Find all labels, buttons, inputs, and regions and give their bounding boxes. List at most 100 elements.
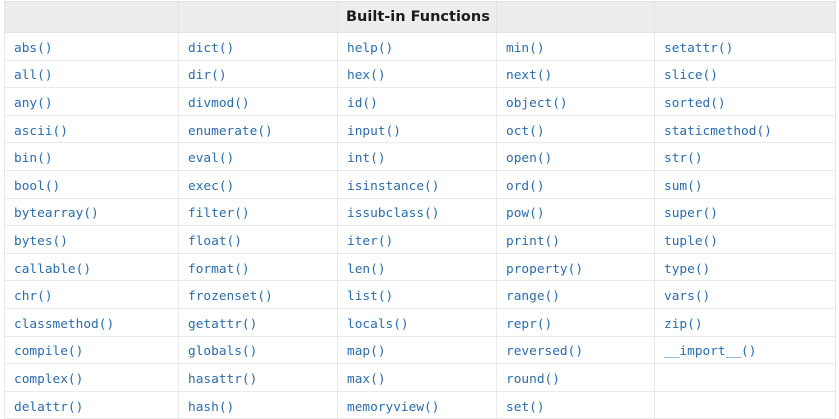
builtin-function-link[interactable]: property() xyxy=(506,261,584,277)
builtin-function-link[interactable]: print() xyxy=(506,233,560,249)
table-cell: reversed() xyxy=(496,335,655,365)
table-row: callable() format() len() property() type() xyxy=(4,252,836,282)
builtin-function-link[interactable]: slice() xyxy=(664,68,718,84)
builtin-function-link[interactable]: memoryview() xyxy=(347,399,440,415)
builtin-function-link[interactable]: isinstance() xyxy=(347,178,440,194)
table-cell: ord() xyxy=(496,169,655,199)
builtin-functions-table: Built-in Functions abs() dict() help() min(… xyxy=(4,1,836,419)
table-cell: __import__() xyxy=(654,335,836,365)
builtin-function-link[interactable]: int() xyxy=(347,151,386,167)
builtin-function-link[interactable]: id() xyxy=(347,95,378,111)
table-row: chr() frozenset() list() range() vars() xyxy=(4,280,836,309)
builtin-function-link[interactable]: set() xyxy=(506,399,545,415)
table-cell: map() xyxy=(337,335,497,365)
builtin-function-link[interactable]: iter() xyxy=(347,233,394,249)
builtin-function-link[interactable]: str() xyxy=(664,151,703,167)
builtin-function-link[interactable]: map() xyxy=(347,344,386,360)
table-cell: round() xyxy=(496,363,655,392)
builtin-function-link[interactable]: help() xyxy=(347,40,394,56)
builtin-function-link[interactable]: dict() xyxy=(188,40,235,56)
builtin-function-link[interactable]: reversed() xyxy=(506,344,584,360)
builtin-function-link[interactable]: all() xyxy=(14,68,53,84)
builtin-function-link[interactable]: exec() xyxy=(188,178,235,194)
builtin-function-link[interactable]: setattr() xyxy=(664,40,734,56)
builtin-function-link[interactable]: frozenset() xyxy=(188,289,273,305)
builtin-function-link[interactable]: max() xyxy=(347,371,386,387)
table-cell: globals() xyxy=(178,335,338,365)
table-cell: next() xyxy=(496,59,655,89)
table-cell: staticmethod() xyxy=(654,114,836,144)
builtin-function-link[interactable]: hash() xyxy=(188,399,235,415)
table-cell: type() xyxy=(654,252,836,282)
builtin-function-link[interactable]: callable() xyxy=(14,261,92,277)
builtin-function-link[interactable]: locals() xyxy=(347,316,409,332)
table-body: abs() dict() help() min() setattr() all() dir(… xyxy=(4,32,836,419)
table-header-row: Built-in Functions xyxy=(4,1,836,33)
builtin-function-link[interactable]: float() xyxy=(188,233,242,249)
builtin-function-link[interactable]: object() xyxy=(506,95,568,111)
table-cell: eval() xyxy=(178,142,338,171)
builtin-function-link[interactable]: abs() xyxy=(14,40,53,56)
builtin-function-link[interactable]: compile() xyxy=(14,344,84,360)
builtin-function-link[interactable]: range() xyxy=(506,289,560,305)
builtin-function-link[interactable]: classmethod() xyxy=(14,316,115,332)
builtin-function-link[interactable]: len() xyxy=(347,261,386,277)
table-row: bin() eval() int() open() str() xyxy=(4,142,836,171)
builtin-function-link[interactable]: dir() xyxy=(188,68,227,84)
builtin-function-link[interactable]: format() xyxy=(188,261,250,277)
builtin-function-link[interactable]: hasattr() xyxy=(188,371,258,387)
table-cell: repr() xyxy=(496,307,655,337)
table-cell: iter() xyxy=(337,225,497,254)
builtin-function-link[interactable]: __import__() xyxy=(664,344,757,360)
table-cell: slice() xyxy=(654,59,836,89)
table-cell: bin() xyxy=(4,142,179,171)
builtin-function-link[interactable]: round() xyxy=(506,371,560,387)
builtin-function-link[interactable]: globals() xyxy=(188,344,258,360)
table-cell: ascii() xyxy=(4,114,179,144)
table-row: bool() exec() isinstance() ord() sum() xyxy=(4,169,836,199)
builtin-function-link[interactable]: vars() xyxy=(664,289,711,305)
builtin-function-link[interactable]: type() xyxy=(664,261,711,277)
builtin-function-link[interactable]: getattr() xyxy=(188,316,258,332)
builtin-function-link[interactable]: divmod() xyxy=(188,95,250,111)
builtin-function-link[interactable]: eval() xyxy=(188,151,235,167)
builtin-function-link[interactable]: ord() xyxy=(506,178,545,194)
builtin-function-link[interactable]: complex() xyxy=(14,371,84,387)
builtin-function-link[interactable]: any() xyxy=(14,95,53,111)
builtin-function-link[interactable]: tuple() xyxy=(664,233,718,249)
table-cell: super() xyxy=(654,197,836,227)
builtin-function-link[interactable]: issubclass() xyxy=(347,206,440,222)
builtin-function-link[interactable]: bin() xyxy=(14,151,53,167)
builtin-function-link[interactable]: sum() xyxy=(664,178,703,194)
builtin-function-link[interactable]: bool() xyxy=(14,178,61,194)
builtin-function-link[interactable]: min() xyxy=(506,40,545,56)
builtin-function-link[interactable]: chr() xyxy=(14,289,53,305)
builtin-function-link[interactable]: list() xyxy=(347,289,394,305)
builtin-function-link[interactable]: ascii() xyxy=(14,123,68,139)
builtin-function-link[interactable]: bytes() xyxy=(14,233,68,249)
builtin-function-link[interactable]: super() xyxy=(664,206,718,222)
builtin-function-link[interactable]: filter() xyxy=(188,206,250,222)
table-cell: print() xyxy=(496,225,655,254)
builtin-function-link[interactable]: oct() xyxy=(506,123,545,139)
builtin-function-link[interactable]: pow() xyxy=(506,206,545,222)
builtin-function-link[interactable]: next() xyxy=(506,68,553,84)
builtin-function-link[interactable]: sorted() xyxy=(664,95,726,111)
table-cell: len() xyxy=(337,252,497,282)
builtin-function-link[interactable]: zip() xyxy=(664,316,703,332)
header-cell-blank-1 xyxy=(4,1,179,33)
table-row: compile() globals() map() reversed() __impor… xyxy=(4,335,836,365)
table-cell: setattr() xyxy=(654,32,836,61)
builtin-function-link[interactable]: bytearray() xyxy=(14,206,99,222)
builtin-function-link[interactable]: enumerate() xyxy=(188,123,273,139)
table-row: bytes() float() iter() print() tuple() xyxy=(4,225,836,254)
table-cell: input() xyxy=(337,114,497,144)
builtin-function-link[interactable]: open() xyxy=(506,151,553,167)
table-cell: locals() xyxy=(337,307,497,337)
table-cell: help() xyxy=(337,32,497,61)
builtin-function-link[interactable]: delattr() xyxy=(14,399,84,415)
builtin-function-link[interactable]: staticmethod() xyxy=(664,123,772,139)
builtin-function-link[interactable]: hex() xyxy=(347,68,386,84)
builtin-function-link[interactable]: repr() xyxy=(506,316,553,332)
builtin-function-link[interactable]: input() xyxy=(347,123,401,139)
